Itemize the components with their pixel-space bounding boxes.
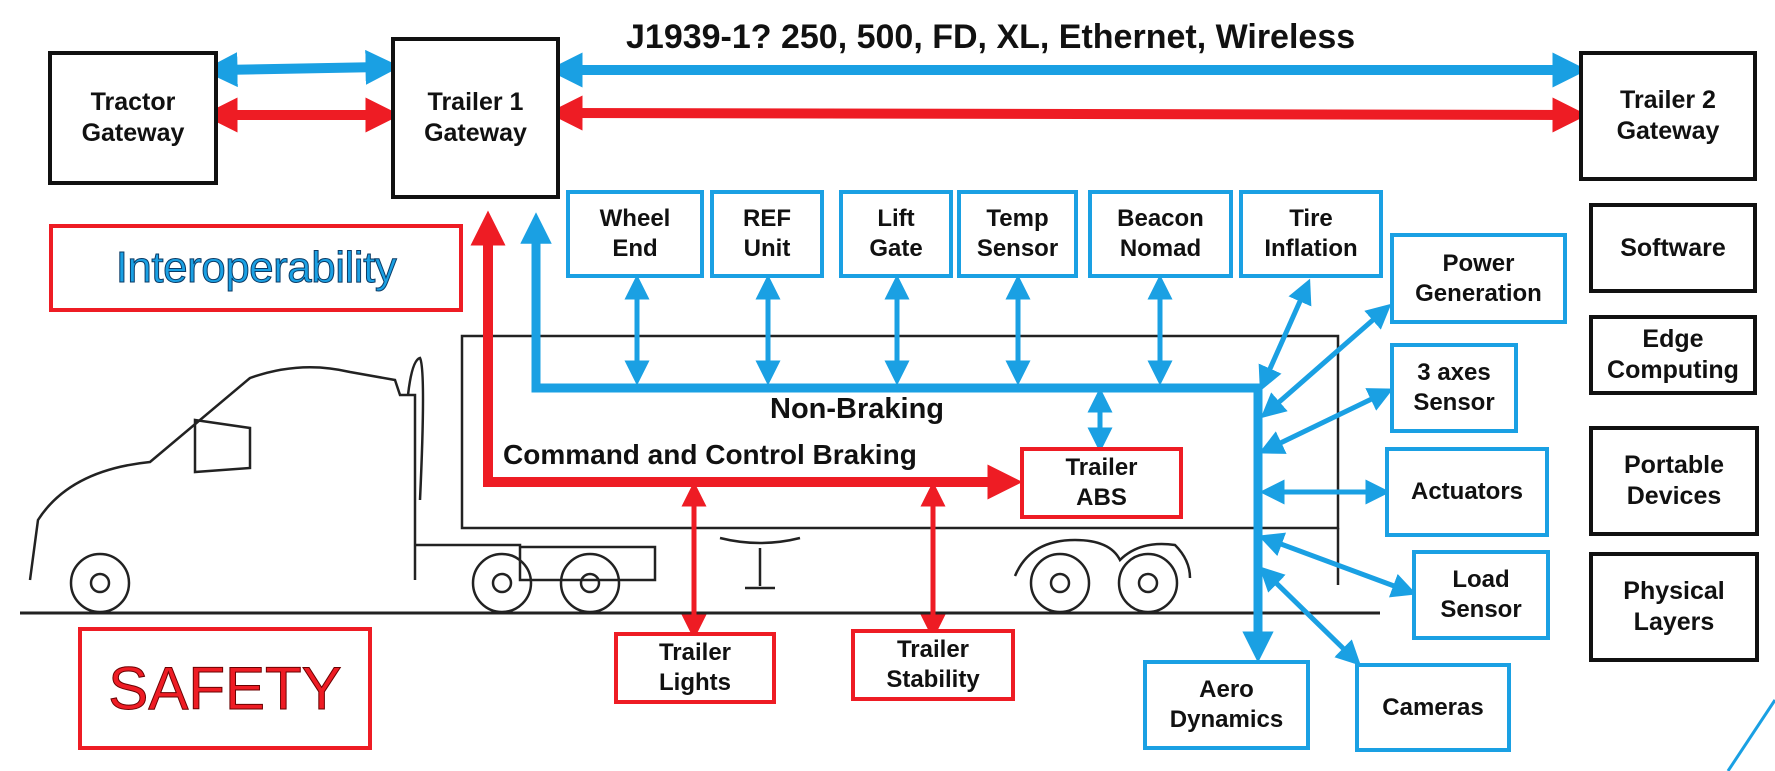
actuators-box[interactable]: Actuators: [1385, 447, 1549, 537]
non-braking-label: Non-Braking: [770, 393, 944, 425]
safety-text: SAFETY: [108, 654, 342, 722]
trailer-lights-box[interactable]: Trailer Lights: [614, 632, 776, 704]
command-braking-label: Command and Control Braking: [503, 439, 917, 470]
safety-label: SAFETY: [78, 627, 372, 750]
portable-devices-box[interactable]: Portable Devices: [1589, 426, 1759, 536]
interoperability-text: Interoperability: [115, 243, 397, 292]
physical-layers-box[interactable]: Physical Layers: [1589, 552, 1759, 662]
trailer-stability-box[interactable]: Trailer Stability: [851, 629, 1015, 701]
aero-dynamics-box[interactable]: Aero Dynamics: [1143, 660, 1310, 750]
load-sensor-box[interactable]: Load Sensor: [1412, 550, 1550, 640]
trailer2-gateway[interactable]: Trailer 2 Gateway: [1579, 51, 1757, 181]
beacon-nomad-box[interactable]: Beacon Nomad: [1088, 190, 1233, 278]
temp-sensor-box[interactable]: Temp Sensor: [957, 190, 1078, 278]
tire-inflation-box[interactable]: Tire Inflation: [1239, 190, 1383, 278]
ref-unit-box[interactable]: REF Unit: [710, 190, 824, 278]
tractor-gateway[interactable]: Tractor Gateway: [48, 51, 218, 185]
corner-accent: [1726, 699, 1775, 771]
edge-computing-box[interactable]: Edge Computing: [1589, 315, 1757, 395]
braking-bus: [470, 210, 1023, 500]
trailer1-gateway[interactable]: Trailer 1 Gateway: [391, 37, 560, 199]
cameras-box[interactable]: Cameras: [1355, 663, 1511, 752]
top-red-arrow-right: [547, 95, 1588, 133]
wheel-end-box[interactable]: Wheel End: [566, 190, 704, 278]
interoperability-label: Interoperability: [49, 224, 463, 312]
protocol-title: J1939-1? 250, 500, FD, XL, Ethernet, Wir…: [626, 18, 1356, 56]
trailer-abs-box[interactable]: Trailer ABS: [1020, 447, 1183, 519]
three-axes-sensor-box[interactable]: 3 axes Sensor: [1390, 343, 1518, 433]
software-box[interactable]: Software: [1589, 203, 1757, 293]
power-generation-box[interactable]: Power Generation: [1390, 233, 1567, 324]
lift-gate-box[interactable]: Lift Gate: [839, 190, 953, 278]
top-blue-arrow-left: [202, 49, 401, 88]
